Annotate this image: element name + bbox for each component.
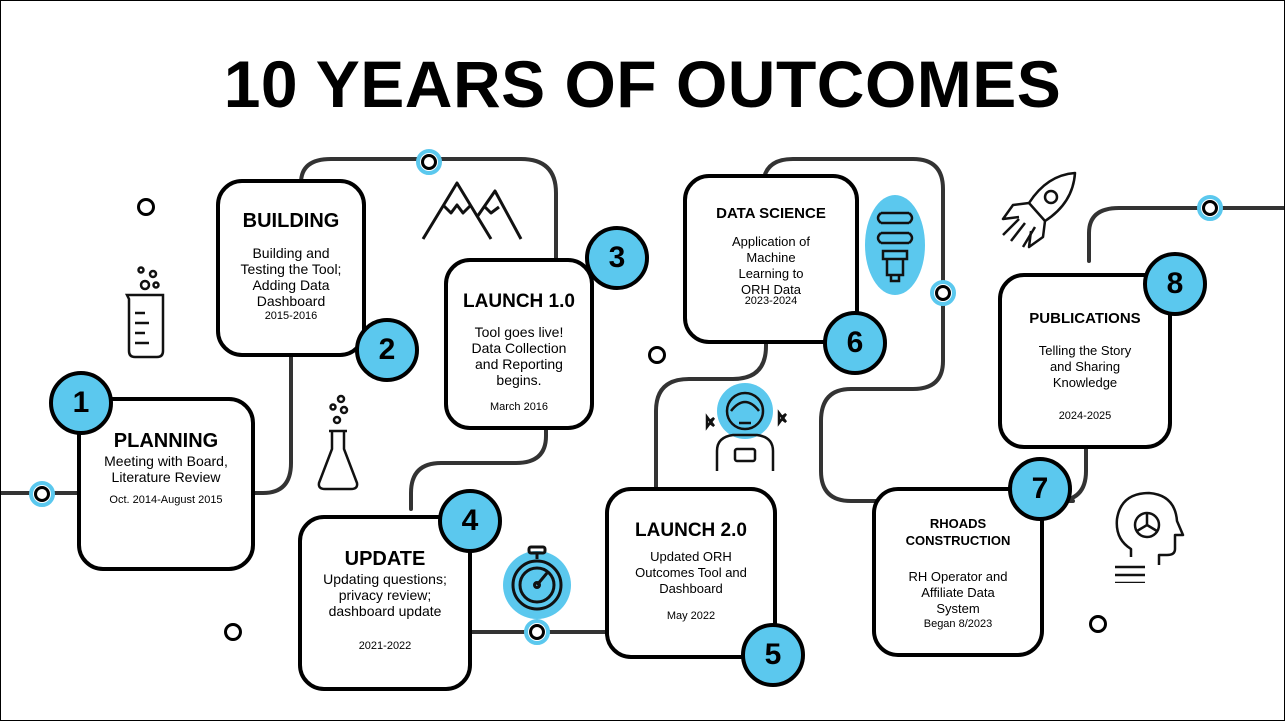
milestone-date: 2021-2022	[358, 640, 412, 652]
milestone-card-launch-2: LAUNCH 2.0 Updated ORH Outcomes Tool and…	[605, 487, 777, 659]
milestone-date: Began 8/2023	[923, 618, 993, 630]
page-title: 10 YEARS OF OUTCOMES	[223, 47, 1062, 121]
milestone-date: March 2016	[489, 401, 549, 413]
milestone-title: UPDATE	[344, 548, 426, 570]
milestone-description: Updated ORH Outcomes Tool and Dashboard	[635, 549, 747, 596]
lightbulb-icon	[865, 195, 925, 295]
milestone-card-building: BUILDING Building and Testing the Tool; …	[216, 179, 366, 357]
milestone-title: LAUNCH 1.0	[463, 291, 575, 312]
stopwatch-icon	[503, 545, 571, 619]
milestone-number-badge: 6	[823, 311, 887, 375]
milestone-number-badge: 2	[355, 318, 419, 382]
road-node	[524, 619, 550, 645]
milestone-card-update: UPDATE Updating questions; privacy revie…	[298, 515, 472, 691]
milestone-date: May 2022	[666, 610, 716, 622]
milestone-card-planning: PLANNING Meeting with Board, Literature …	[77, 397, 255, 571]
decor-dot	[137, 198, 155, 216]
milestone-description: Application of Machine Learning to ORH D…	[731, 234, 811, 297]
milestone-title: PLANNING	[113, 430, 219, 452]
decor-dot	[648, 346, 666, 364]
milestone-description: Tool goes live! Data Collection and Repo…	[471, 324, 567, 388]
milestone-title: DATA SCIENCE	[716, 205, 826, 222]
milestone-description: Telling the Story and Sharing Knowledge	[1038, 343, 1132, 390]
flask-icon	[317, 394, 359, 491]
milestone-description: Updating questions; privacy review; dash…	[323, 571, 447, 619]
mountains-icon	[421, 181, 523, 240]
beaker-icon	[124, 266, 165, 359]
milestone-card-launch-1: LAUNCH 1.0 Tool goes live! Data Collecti…	[444, 258, 594, 430]
milestone-title: PUBLICATIONS	[1029, 310, 1141, 327]
ai-head-icon	[1115, 491, 1185, 583]
road-node	[1197, 195, 1223, 221]
milestone-card-rhoads-construction: RHOADS CONSTRUCTION RH Operator and Affi…	[872, 487, 1044, 657]
milestone-date: 2023-2024	[744, 295, 798, 307]
milestone-description: Meeting with Board, Literature Review	[104, 453, 228, 485]
milestone-number-badge: 7	[1008, 457, 1072, 521]
milestone-number-badge: 1	[49, 371, 113, 435]
milestone-title: LAUNCH 2.0	[635, 520, 747, 541]
milestone-number-badge: 5	[741, 623, 805, 687]
road-node	[416, 149, 442, 175]
milestone-number-badge: 3	[585, 226, 649, 290]
astronaut-icon	[705, 383, 787, 471]
milestone-number-badge: 8	[1143, 252, 1207, 316]
milestone-title: BUILDING	[242, 210, 340, 232]
road-node	[930, 280, 956, 306]
rocket-icon	[1001, 171, 1077, 249]
milestone-number-badge: 4	[438, 489, 502, 553]
milestone-card-data-science: DATA SCIENCE Application of Machine Lear…	[683, 174, 859, 344]
decor-dot	[1089, 615, 1107, 633]
milestone-description: RH Operator and Affiliate Data System	[908, 569, 1008, 616]
road-node	[29, 481, 55, 507]
milestone-date: Oct. 2014-August 2015	[109, 494, 223, 506]
milestone-description: Building and Testing the Tool; Adding Da…	[240, 245, 342, 309]
milestone-date: 2024-2025	[1058, 410, 1112, 422]
milestone-title: RHOADS CONSTRUCTION	[905, 516, 1011, 548]
milestone-card-publications: PUBLICATIONS Telling the Story and Shari…	[998, 273, 1172, 449]
milestone-date: 2015-2016	[264, 310, 318, 322]
decor-dot	[224, 623, 242, 641]
